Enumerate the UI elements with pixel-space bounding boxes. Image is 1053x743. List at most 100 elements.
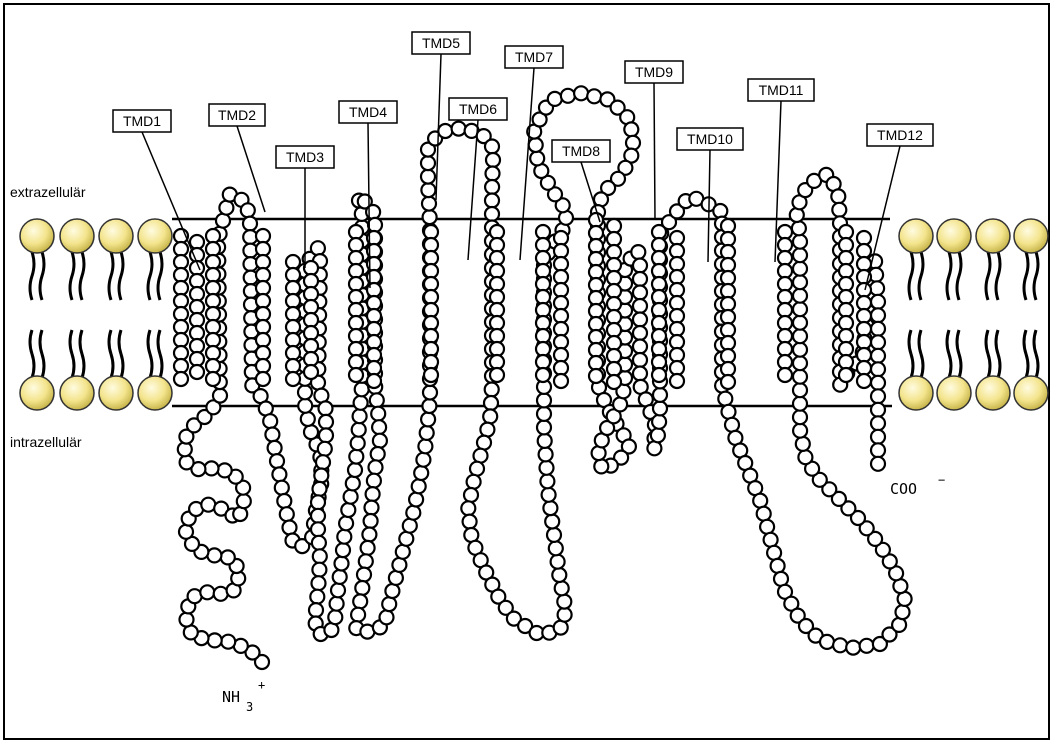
amino-acid-bead bbox=[793, 329, 807, 343]
amino-acid-bead bbox=[857, 322, 871, 336]
amino-acid-bead bbox=[367, 335, 381, 349]
amino-acid-bead bbox=[554, 296, 568, 310]
amino-acid-bead bbox=[607, 284, 621, 298]
lipid-tail bbox=[109, 252, 113, 300]
amino-acid-bead bbox=[304, 365, 318, 379]
lipid-tail bbox=[986, 252, 990, 300]
amino-acid-bead bbox=[485, 194, 499, 208]
transmembrane-helix bbox=[174, 229, 220, 386]
lipid-head bbox=[1014, 219, 1048, 253]
amino-acid-bead bbox=[221, 635, 235, 649]
amino-acid-bead bbox=[557, 595, 571, 609]
lipid-tail bbox=[919, 252, 923, 300]
amino-acid-bead bbox=[213, 389, 227, 403]
amino-acid-bead bbox=[372, 420, 386, 434]
amino-acid-bead bbox=[574, 86, 588, 100]
amino-acid-bead bbox=[589, 252, 603, 266]
amino-acid-bead bbox=[286, 320, 300, 334]
amino-acid-bead bbox=[549, 541, 563, 555]
amino-acid-bead bbox=[424, 225, 438, 239]
lipid-head bbox=[99, 376, 133, 410]
amino-acid-bead bbox=[670, 283, 684, 297]
amino-acid-bead bbox=[857, 296, 871, 310]
amino-acid-bead bbox=[647, 441, 661, 455]
amino-acid-bead bbox=[349, 368, 363, 382]
amino-acid-bead bbox=[403, 519, 417, 533]
lipid-head bbox=[937, 376, 971, 410]
amino-acid-bead bbox=[652, 355, 666, 369]
amino-acid-bead bbox=[174, 281, 188, 295]
tmd-leader-line bbox=[708, 150, 710, 262]
tmd-label-text: TMD7 bbox=[515, 49, 553, 65]
amino-acid-bead bbox=[313, 482, 327, 496]
amino-acid-bead bbox=[256, 307, 270, 321]
amino-acid-bead bbox=[346, 476, 360, 490]
amino-acid-bead bbox=[793, 302, 807, 316]
lipid-molecule bbox=[976, 219, 1010, 410]
amino-acid-bead bbox=[857, 283, 871, 297]
amino-acid-bead bbox=[589, 304, 603, 318]
tmd-labels: TMD1TMD2TMD3TMD4TMD5TMD6TMD7TMD8TMD9TMD1… bbox=[113, 32, 933, 168]
amino-acid-bead bbox=[424, 303, 438, 317]
amino-acid-bead bbox=[190, 352, 204, 366]
lipid-tail bbox=[1024, 330, 1028, 378]
amino-acid-bead bbox=[277, 494, 291, 508]
lipid-head bbox=[138, 219, 172, 253]
amino-acid-bead bbox=[361, 541, 375, 555]
tmd-leader-line bbox=[468, 120, 478, 260]
lipid-head bbox=[899, 219, 933, 253]
amino-acid-bead bbox=[280, 507, 294, 521]
lipid-head bbox=[1014, 376, 1048, 410]
lipid-bilayer-left bbox=[20, 219, 172, 410]
amino-acid-bead bbox=[483, 409, 497, 423]
amino-acid-bead bbox=[871, 376, 885, 390]
amino-acid-bead bbox=[339, 516, 353, 530]
lipid-tail bbox=[119, 252, 123, 300]
amino-acid-bead bbox=[607, 258, 621, 272]
tmd-label-7: TMD7 bbox=[505, 46, 563, 68]
amino-acid-bead bbox=[633, 286, 647, 300]
amino-acid-bead bbox=[871, 430, 885, 444]
amino-acid-bead bbox=[721, 310, 735, 324]
amino-acid-bead bbox=[721, 349, 735, 363]
amino-acid-bead bbox=[538, 434, 552, 448]
amino-acid-bead bbox=[272, 467, 286, 481]
amino-acid-bead bbox=[174, 268, 188, 282]
tmd-label-text: TMD9 bbox=[635, 64, 673, 80]
amino-acid-bead bbox=[174, 294, 188, 308]
amino-acid-bead bbox=[221, 550, 235, 564]
amino-acid-bead bbox=[409, 493, 423, 507]
amino-acid-bead bbox=[348, 463, 362, 477]
tmd-label-5: TMD5 bbox=[412, 32, 470, 54]
amino-acid-bead bbox=[392, 558, 406, 572]
amino-acid-bead bbox=[540, 474, 554, 488]
lipid-head bbox=[20, 219, 54, 253]
amino-acid-bead bbox=[256, 346, 270, 360]
amino-acid-bead bbox=[633, 326, 647, 340]
amino-acid-bead bbox=[362, 528, 376, 542]
lipid-bilayer-right bbox=[899, 219, 1048, 410]
amino-acid-bead bbox=[206, 372, 220, 386]
amino-acid-bead bbox=[349, 303, 363, 317]
amino-acid-bead bbox=[607, 232, 621, 246]
c-terminus-sup: − bbox=[938, 473, 945, 487]
amino-acid-bead bbox=[311, 495, 325, 509]
amino-acid-bead bbox=[607, 297, 621, 311]
amino-acid-bead bbox=[871, 308, 885, 322]
amino-acid-bead bbox=[607, 362, 621, 376]
tmd-label-6: TMD6 bbox=[449, 98, 507, 120]
amino-acid-bead bbox=[312, 576, 326, 590]
amino-acid-bead bbox=[839, 355, 853, 369]
amino-acid-bead bbox=[367, 348, 381, 362]
amino-acid-bead bbox=[871, 362, 885, 376]
amino-acid-bead bbox=[312, 536, 326, 550]
tmd-label-text: TMD4 bbox=[349, 104, 387, 120]
amino-acid-bead bbox=[486, 153, 500, 167]
amino-acid-bead bbox=[652, 342, 666, 356]
tmd-label-8: TMD8 bbox=[552, 140, 610, 162]
amino-acid-bead bbox=[554, 335, 568, 349]
amino-acid-bead bbox=[349, 238, 363, 252]
amino-acid-bead bbox=[365, 501, 379, 515]
amino-acid-bead bbox=[399, 532, 413, 546]
amino-acid-bead bbox=[793, 410, 807, 424]
